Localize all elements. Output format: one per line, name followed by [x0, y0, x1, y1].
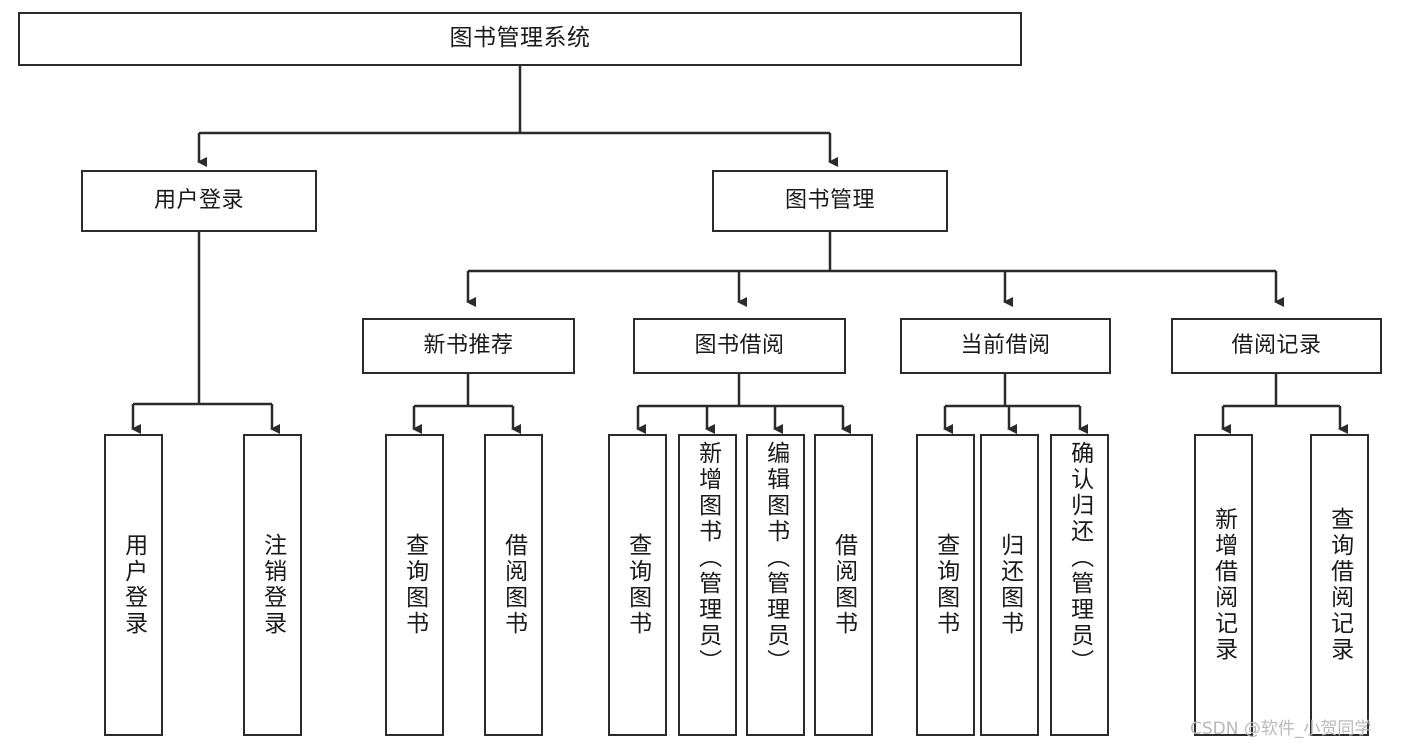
- leaf-logout[interactable]: 注销登录: [243, 434, 302, 736]
- leaf-borrow-query-book[interactable]: 查询图书: [608, 434, 667, 736]
- leaf-confirm-return-admin-label: 确认归还（管理员）: [1066, 441, 1093, 675]
- node-user-login-label: 用户登录: [153, 188, 244, 214]
- leaf-borrow-query-book-label: 查询图书: [624, 533, 651, 637]
- node-borrow-record[interactable]: 借阅记录: [1171, 318, 1382, 374]
- leaf-current-query-book[interactable]: 查询图书: [916, 434, 975, 736]
- leaf-borrow-book-label: 借阅图书: [830, 533, 857, 637]
- leaf-query-borrow-record[interactable]: 查询借阅记录: [1310, 434, 1369, 736]
- leaf-recommend-query-book[interactable]: 查询图书: [385, 434, 444, 736]
- leaf-add-borrow-record[interactable]: 新增借阅记录: [1194, 434, 1253, 736]
- leaf-add-book-admin[interactable]: 新增图书（管理员）: [678, 434, 737, 736]
- leaf-edit-book-admin-label: 编辑图书（管理员）: [762, 441, 789, 675]
- leaf-query-borrow-record-label: 查询借阅记录: [1326, 507, 1353, 663]
- node-book-management-label: 图书管理: [784, 188, 875, 214]
- leaf-recommend-borrow-book-label: 借阅图书: [500, 533, 527, 637]
- node-root[interactable]: 图书管理系统: [18, 12, 1022, 66]
- leaf-user-login[interactable]: 用户登录: [104, 434, 163, 736]
- node-book-management[interactable]: 图书管理: [712, 170, 948, 232]
- leaf-user-login-label: 用户登录: [120, 533, 147, 637]
- leaf-return-book-label: 归还图书: [996, 533, 1023, 637]
- node-new-book-recommend-label: 新书推荐: [423, 333, 514, 359]
- node-current-borrow-label: 当前借阅: [960, 333, 1051, 359]
- node-current-borrow[interactable]: 当前借阅: [900, 318, 1111, 374]
- leaf-logout-label: 注销登录: [259, 533, 286, 637]
- leaf-return-book[interactable]: 归还图书: [980, 434, 1039, 736]
- leaf-add-borrow-record-label: 新增借阅记录: [1210, 507, 1237, 663]
- leaf-current-query-book-label: 查询图书: [932, 533, 959, 637]
- node-book-borrow-label: 图书借阅: [694, 333, 785, 359]
- node-book-borrow[interactable]: 图书借阅: [633, 318, 846, 374]
- node-new-book-recommend[interactable]: 新书推荐: [362, 318, 575, 374]
- leaf-confirm-return-admin[interactable]: 确认归还（管理员）: [1050, 434, 1109, 736]
- leaf-add-book-admin-label: 新增图书（管理员）: [694, 441, 721, 675]
- node-root-label: 图书管理系统: [449, 25, 591, 52]
- leaf-recommend-borrow-book[interactable]: 借阅图书: [484, 434, 543, 736]
- node-borrow-record-label: 借阅记录: [1231, 333, 1322, 359]
- leaf-recommend-query-book-label: 查询图书: [401, 533, 428, 637]
- leaf-borrow-book[interactable]: 借阅图书: [814, 434, 873, 736]
- watermark: CSDN @软件_小贺同学: [1190, 719, 1372, 739]
- leaf-edit-book-admin[interactable]: 编辑图书（管理员）: [746, 434, 805, 736]
- node-user-login[interactable]: 用户登录: [81, 170, 317, 232]
